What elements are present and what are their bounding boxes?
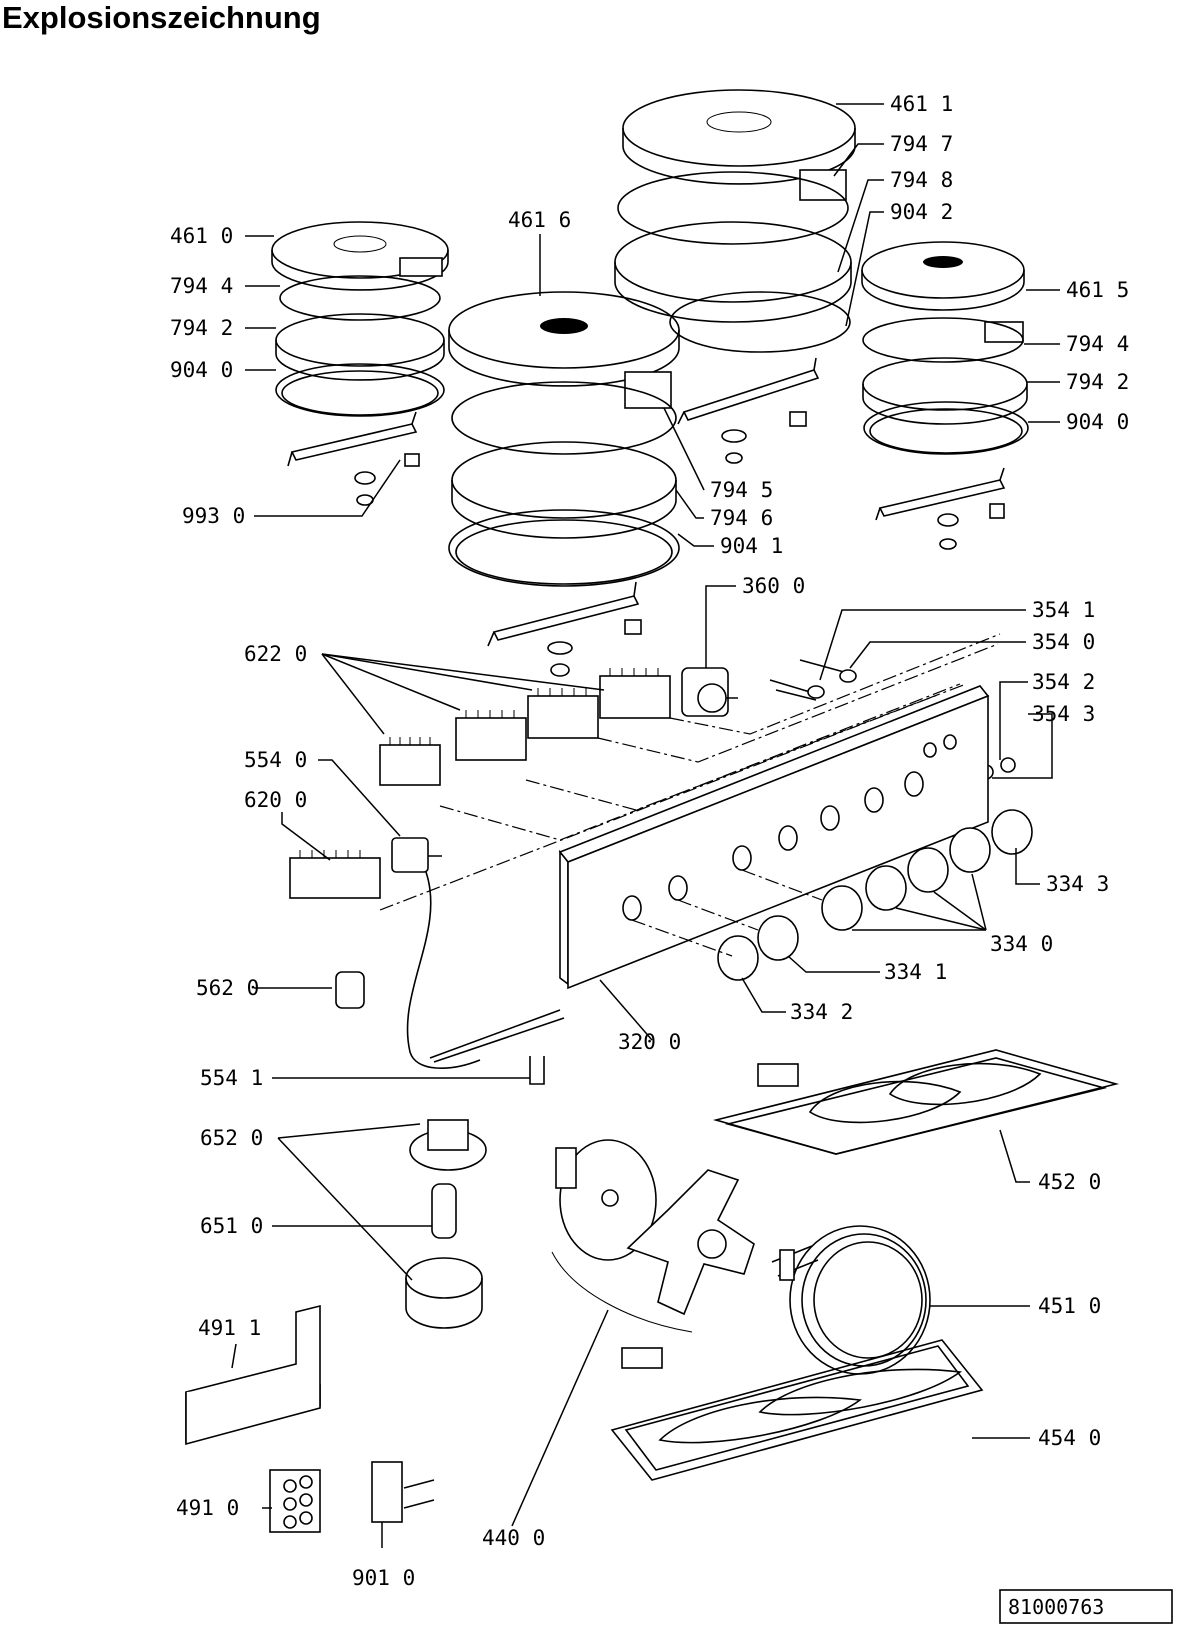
hotplate-large-center: [448, 291, 680, 677]
label-904-0-right: 904 0: [1066, 410, 1129, 434]
label-461-1: 461 1: [890, 92, 953, 116]
part-labels: 461 1 794 7 794 8 904 2 461 0 461 6 794 …: [170, 92, 1129, 1590]
label-554-1: 554 1: [200, 1066, 263, 1090]
label-334-0: 334 0: [990, 932, 1053, 956]
label-794-4-left: 794 4: [170, 274, 233, 298]
label-794-8: 794 8: [890, 168, 953, 192]
label-320-0: 320 0: [618, 1030, 681, 1054]
label-491-1: 491 1: [198, 1316, 261, 1340]
label-562-0: 562 0: [196, 976, 259, 1000]
label-454-0: 454 0: [1038, 1426, 1101, 1450]
fan-motor: [551, 1139, 755, 1333]
label-452-0: 452 0: [1038, 1170, 1101, 1194]
label-794-2-left: 794 2: [170, 316, 233, 340]
top-grill-element: [712, 1049, 1120, 1155]
label-440-0: 440 0: [482, 1526, 545, 1550]
label-622-0: 622 0: [244, 642, 307, 666]
hotplate-small-left: [271, 221, 449, 506]
label-360-0: 360 0: [742, 574, 805, 598]
leader-lines: [231, 103, 1060, 1548]
label-794-2-right: 794 2: [1066, 370, 1129, 394]
label-491-0: 491 0: [176, 1496, 239, 1520]
label-901-0: 901 0: [352, 1566, 415, 1590]
label-651-0: 651 0: [200, 1214, 263, 1238]
label-904-1: 904 1: [720, 534, 783, 558]
pilot-lamps: [769, 659, 1016, 780]
label-354-0: 354 0: [1032, 630, 1095, 654]
label-354-1: 354 1: [1032, 598, 1095, 622]
label-794-5: 794 5: [710, 478, 773, 502]
label-334-1: 334 1: [884, 960, 947, 984]
label-652-0: 652 0: [200, 1126, 263, 1150]
reference-number-box: 81000763: [999, 1589, 1173, 1624]
control-knobs: [717, 809, 1033, 981]
label-354-2: 354 2: [1032, 670, 1095, 694]
label-794-4-right: 794 4: [1066, 332, 1129, 356]
label-461-5: 461 5: [1066, 278, 1129, 302]
rotary-switches: [379, 668, 671, 786]
label-334-3: 334 3: [1046, 872, 1109, 896]
oven-lamp-parts: [405, 1119, 487, 1329]
hotplate-large-top: [614, 89, 856, 464]
label-334-2: 334 2: [790, 1000, 853, 1024]
circular-element: [771, 1225, 931, 1375]
label-354-3: 354 3: [1032, 702, 1095, 726]
label-554-0: 554 0: [244, 748, 307, 772]
hotplate-small-right: [861, 241, 1029, 550]
label-904-2: 904 2: [890, 200, 953, 224]
reference-number: 81000763: [1008, 1595, 1104, 1619]
brackets-terminals: [185, 1304, 435, 1533]
label-794-7: 794 7: [890, 132, 953, 156]
page-title: Explosionszeichnung: [2, 0, 321, 35]
label-904-0-left: 904 0: [170, 358, 233, 382]
energy-regulator: [681, 667, 738, 717]
bottom-element: [610, 1339, 984, 1481]
label-461-6: 461 6: [508, 208, 571, 232]
label-451-0: 451 0: [1038, 1294, 1101, 1318]
label-461-0: 461 0: [170, 224, 233, 248]
label-620-0: 620 0: [244, 788, 307, 812]
assembly-lines: [379, 633, 1001, 957]
control-panel: [558, 685, 990, 990]
thermostat-parts: [289, 837, 565, 1085]
label-794-6: 794 6: [710, 506, 773, 530]
label-993-0: 993 0: [182, 504, 245, 528]
